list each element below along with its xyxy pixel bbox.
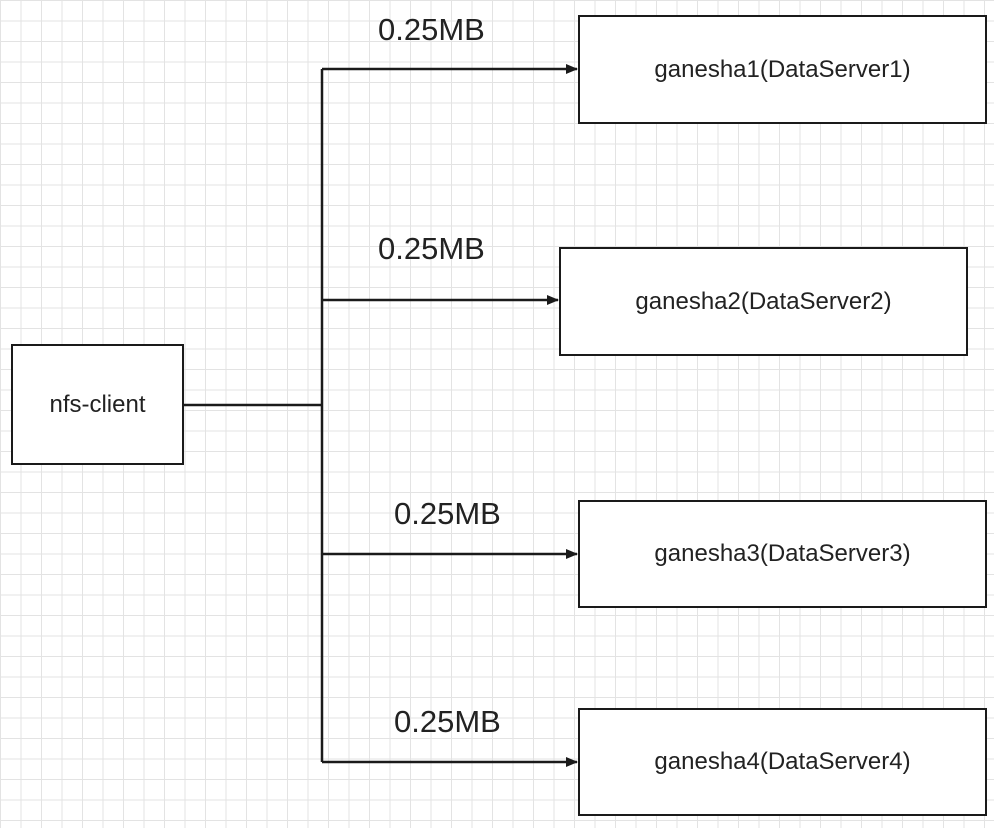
- client-node-label: nfs-client: [49, 390, 146, 418]
- client-node: nfs-client: [11, 344, 184, 465]
- server-node-label: ganesha3(DataServer3): [654, 540, 911, 567]
- edge-label-4: 0.25MB: [394, 704, 501, 739]
- edge-label-1: 0.25MB: [378, 12, 485, 47]
- server-node-1: ganesha1(DataServer1): [578, 15, 987, 124]
- server-node-label: ganesha4(DataServer4): [654, 748, 911, 775]
- server-node-2: ganesha2(DataServer2): [559, 247, 968, 356]
- server-node-4: ganesha4(DataServer4): [578, 708, 987, 816]
- server-node-label: ganesha1(DataServer1): [654, 55, 911, 83]
- edge-label-3: 0.25MB: [394, 496, 501, 531]
- server-node-3: ganesha3(DataServer3): [578, 500, 987, 608]
- server-node-label: ganesha2(DataServer2): [635, 287, 892, 315]
- edge-label-2: 0.25MB: [378, 231, 485, 266]
